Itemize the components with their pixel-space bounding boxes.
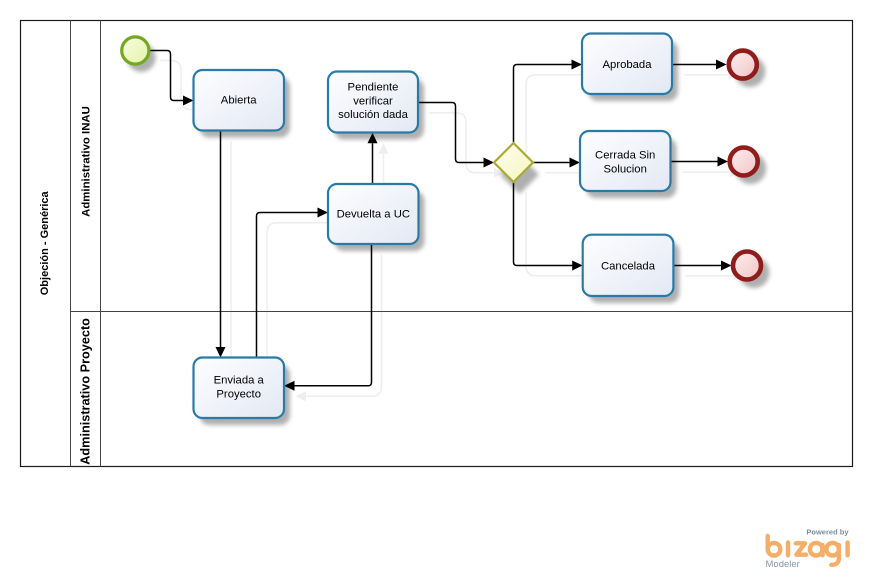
svg-text:Powered by: Powered by xyxy=(806,528,849,537)
svg-text:Aprobada: Aprobada xyxy=(603,59,653,71)
svg-text:verificar: verificar xyxy=(353,95,393,107)
svg-text:Abierta: Abierta xyxy=(221,95,258,107)
svg-text:solución dada: solución dada xyxy=(338,109,408,121)
svg-text:Administrativo INAU: Administrativo INAU xyxy=(81,106,93,217)
svg-text:Objeción - Genérica: Objeción - Genérica xyxy=(39,190,51,295)
svg-text:Cancelada: Cancelada xyxy=(601,260,656,272)
svg-text:Administrativo Proyecto: Administrativo Proyecto xyxy=(79,318,93,465)
svg-text:Devuelta a UC: Devuelta a UC xyxy=(337,209,410,221)
svg-text:Enviada a: Enviada a xyxy=(214,375,265,387)
svg-text:Solucion: Solucion xyxy=(604,163,647,175)
svg-text:Modeler: Modeler xyxy=(766,559,800,570)
svg-text:Cerrada Sin: Cerrada Sin xyxy=(595,150,655,162)
svg-text:Proyecto: Proyecto xyxy=(216,388,261,400)
svg-text:Pendiente: Pendiente xyxy=(348,82,399,94)
